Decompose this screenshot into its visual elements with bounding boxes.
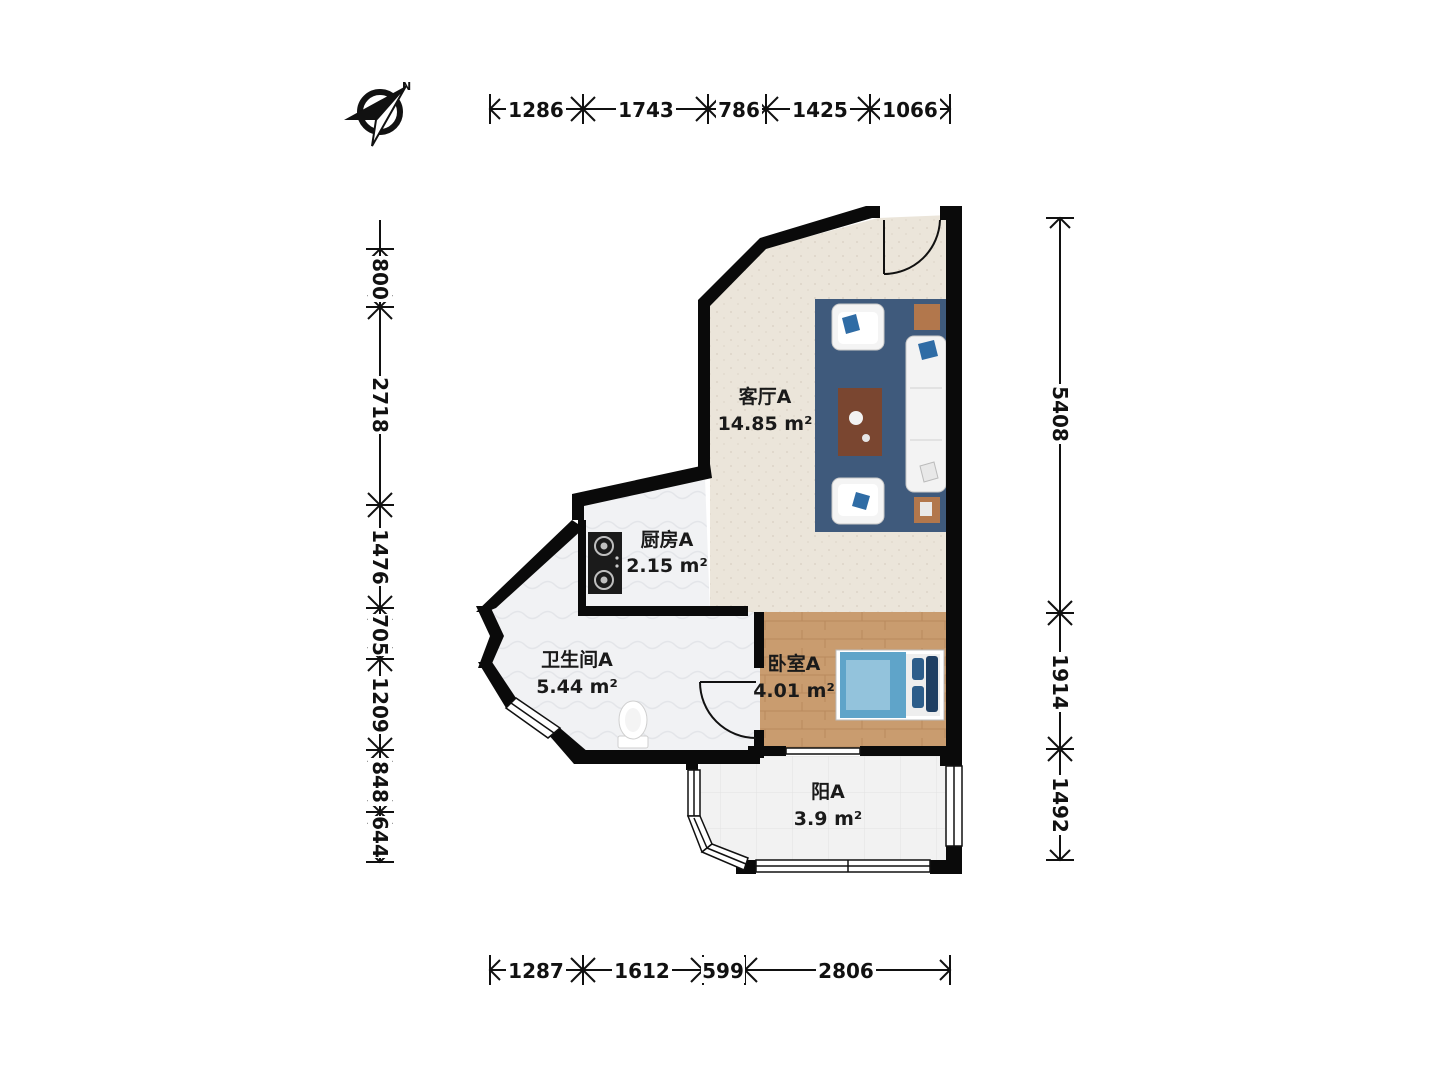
stove-icon [588, 532, 622, 594]
room-labels: 客厅A 14.85 m² 厨房A 2.15 m² 卫生间A 5.44 m² 卧室… [536, 385, 862, 830]
dim-top-5: 1066 [882, 98, 938, 122]
north-label: N [402, 80, 411, 93]
dim-bottom-2: 1612 [614, 959, 670, 983]
left-dimension-labels: 800 2718 1476 705 1209 848 644 [368, 256, 392, 858]
dim-left-6: 848 [368, 761, 392, 803]
kitchen-name: 厨房A [641, 528, 694, 551]
dim-left-5: 1209 [368, 677, 392, 733]
bathroom-area: 5.44 m² [536, 676, 618, 698]
dim-left-4: 705 [368, 614, 392, 656]
dim-left-3: 1476 [368, 529, 392, 585]
living-room-furniture [815, 299, 947, 532]
dim-bottom-3: 599 [702, 959, 744, 983]
north-arrow-icon: N [344, 80, 411, 147]
dim-right-2: 1914 [1048, 654, 1072, 710]
bedroom-area: 4.01 m² [753, 680, 835, 702]
armchair-top [831, 303, 885, 351]
armchair-bottom [831, 477, 885, 525]
left-dimension-line [366, 220, 394, 864]
living-room-name: 客厅A [739, 385, 792, 408]
dim-bottom-1: 1287 [508, 959, 564, 983]
dim-left-7: 644 [368, 816, 392, 858]
toilet-icon [617, 700, 649, 749]
dim-right-3: 1492 [1048, 777, 1072, 833]
sofa [905, 335, 947, 493]
balcony-name: 阳A [811, 781, 845, 803]
side-table-bottom [914, 497, 940, 523]
right-dimension-line [1046, 216, 1074, 862]
bedroom-name: 卧室A [768, 652, 821, 675]
dim-top-2: 1743 [618, 98, 674, 122]
dim-left-2: 2718 [368, 377, 392, 433]
living-room-area: 14.85 m² [718, 413, 813, 435]
dim-top-1: 1286 [508, 98, 564, 122]
entrance-door [883, 219, 941, 275]
coffee-table [838, 388, 882, 456]
bathroom-name: 卫生间A [541, 648, 613, 671]
balcony-area: 3.9 m² [794, 808, 862, 830]
side-table-top [914, 304, 940, 330]
walls [476, 206, 962, 874]
bed [835, 649, 945, 721]
dim-top-4: 1425 [792, 98, 848, 122]
bottom-dimension-labels: 1287 1612 599 2806 [506, 957, 876, 983]
balcony-floor [700, 756, 946, 862]
bathroom-door [699, 681, 757, 739]
dim-right-1: 5408 [1048, 386, 1072, 442]
bathroom-floor [486, 520, 760, 752]
dim-bottom-4: 2806 [818, 959, 874, 983]
kitchen-area: 2.15 m² [626, 555, 708, 577]
windows [504, 697, 963, 873]
right-dimension-labels: 5408 1914 1492 [1048, 384, 1072, 835]
dim-left-1: 800 [368, 258, 392, 300]
top-dimension-labels: 1286 1743 786 1425 1066 [506, 96, 940, 122]
dim-top-3: 786 [718, 98, 760, 122]
